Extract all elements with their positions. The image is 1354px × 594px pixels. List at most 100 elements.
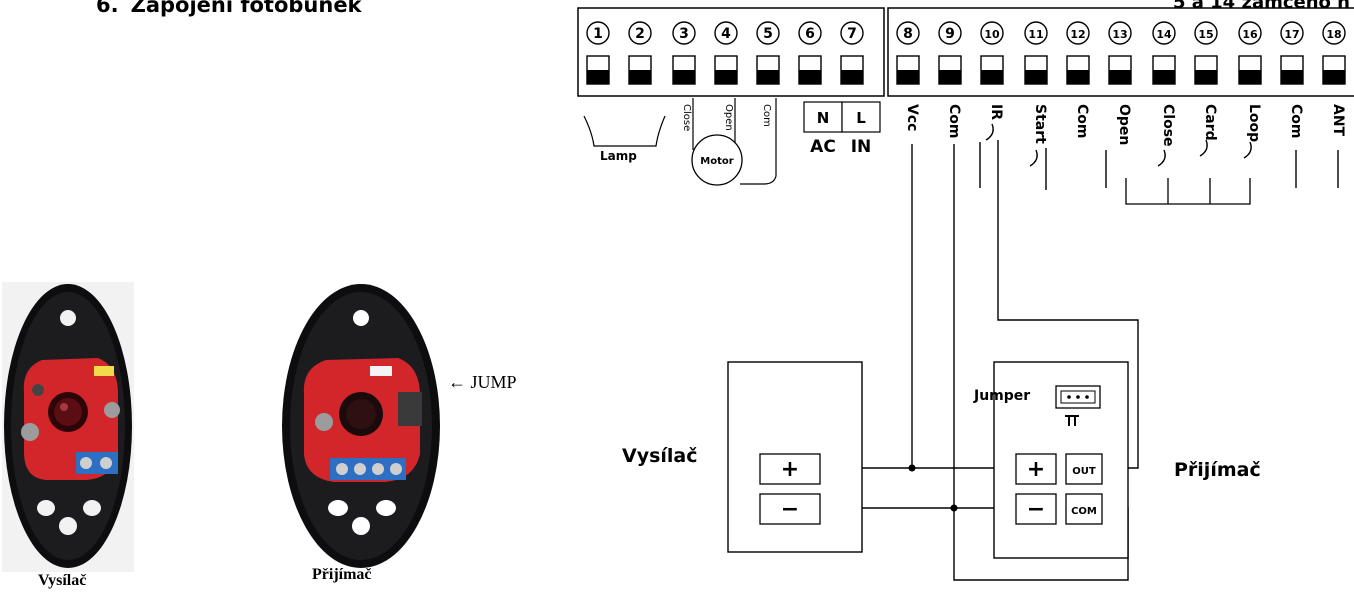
- terminal-screw-fill-5: [757, 70, 779, 84]
- receiver-photo-caption: Přijímač: [312, 566, 372, 583]
- jumper-cap: [1065, 415, 1079, 426]
- jump-label: ← JUMP: [448, 372, 517, 392]
- ac-label: AC: [810, 137, 836, 157]
- terminal-number-13: 13: [1112, 28, 1127, 41]
- terminal-number-3: 3: [679, 26, 689, 42]
- terminal-number-circle-5: [756, 21, 780, 45]
- transmitter-photo-caption: Vysílač: [38, 572, 87, 589]
- terminal-number-5: 5: [763, 26, 773, 42]
- terminal-screw-fill-14: [1153, 70, 1175, 84]
- n-label: N: [817, 109, 830, 127]
- junction-dot-minus: [950, 504, 958, 512]
- in-label: IN: [851, 137, 872, 157]
- t9-label: Com: [946, 104, 962, 138]
- open-label: Open: [723, 104, 734, 131]
- jumper-label: Jumper: [973, 388, 1030, 404]
- l-box: [841, 101, 881, 133]
- terminal-number-circle-13: [1108, 21, 1132, 45]
- receiver-plus-label: +: [1027, 457, 1045, 482]
- terminal-screw-fill-11: [1025, 70, 1047, 84]
- terminal-number-circle-2: [628, 21, 652, 45]
- terminal-number-circle-9: [938, 21, 962, 45]
- t13-label: Open: [1116, 104, 1132, 145]
- terminal-number-9: 9: [945, 26, 955, 42]
- terminal-screw-fill-6: [799, 70, 821, 84]
- terminal-number-7: 7: [847, 26, 857, 42]
- terminal-number-18: 18: [1326, 28, 1341, 41]
- terminal-number-16: 16: [1242, 28, 1258, 41]
- terminal-screw-fill-9: [939, 70, 961, 84]
- terminal-number-circle-4: [714, 21, 738, 45]
- t15-label: Card: [1202, 104, 1218, 141]
- terminal-screw-fill-1: [587, 70, 609, 84]
- terminal-screw-fill-18: [1323, 70, 1345, 84]
- terminal-screw-fill-2: [629, 70, 651, 84]
- terminal-number-15: 15: [1198, 28, 1213, 41]
- terminal-number-circle-18: [1322, 21, 1346, 45]
- n-box: [803, 101, 843, 133]
- terminal-number-6: 6: [805, 26, 815, 42]
- terminal-number-circle-14: [1152, 21, 1176, 45]
- transmitter-minus-terminal: [759, 493, 821, 525]
- terminal-number-circle-16: [1238, 21, 1262, 45]
- terminal-screw-fill-3: [673, 70, 695, 84]
- terminal-number-circle-8: [896, 21, 920, 45]
- terminal-number-17: 17: [1284, 28, 1299, 41]
- terminal-number-1: 1: [593, 26, 603, 42]
- receiver-plus-terminal: [1015, 453, 1057, 485]
- t11-label: Start: [1032, 104, 1048, 144]
- jumper-pin-2: [1076, 395, 1080, 399]
- terminal-number-4: 4: [721, 26, 731, 42]
- terminal-number-circle-3: [672, 21, 696, 45]
- receiver-com-label: COM: [1071, 506, 1097, 517]
- receiver-out-terminal: [1065, 453, 1103, 485]
- t18-label: ANT: [1330, 104, 1346, 137]
- terminal-screw-fill-12: [1067, 70, 1089, 84]
- t14-label: Close: [1160, 104, 1176, 147]
- lamp-label: Lamp: [600, 149, 637, 163]
- switch-symbols: [985, 123, 1252, 167]
- terminal-screw-fill-16: [1239, 70, 1261, 84]
- transmitter-label: Vysílač: [622, 445, 698, 467]
- terminal-screw-fill-7: [841, 70, 863, 84]
- terminal-number-circle-15: [1194, 21, 1218, 45]
- terminal-number-8: 8: [903, 26, 913, 42]
- motor-wire-com: [740, 98, 777, 185]
- terminal-ticks: [979, 142, 1339, 190]
- terminal-number-12: 12: [1070, 28, 1085, 41]
- terminal-number-circle-17: [1280, 21, 1304, 45]
- terminal-screw-fill-17: [1281, 70, 1303, 84]
- lamp-bracket: [583, 115, 666, 147]
- terminal-screw-fill-4: [715, 70, 737, 84]
- terminal-number-2: 2: [635, 26, 645, 42]
- l-label: L: [856, 109, 866, 127]
- t10-label: IR: [988, 104, 1004, 120]
- terminal-screw-fill-15: [1195, 70, 1217, 84]
- t17-label: Com: [1288, 104, 1304, 138]
- transmitter-photo: [2, 282, 134, 572]
- terminal-number-circle-12: [1066, 21, 1090, 45]
- jumper-pin-3: [1085, 395, 1089, 399]
- junction-dot-plus: [908, 464, 916, 472]
- receiver-minus-terminal: [1015, 493, 1057, 525]
- receiver-photo: [280, 282, 442, 572]
- t8-label: Vcc: [904, 104, 920, 131]
- t12-label: Com: [1074, 104, 1090, 138]
- receiver-label: Přijímač: [1174, 459, 1261, 481]
- section-number: 6.: [96, 0, 119, 17]
- receiver-out-label: OUT: [1072, 466, 1096, 477]
- terminal-number-14: 14: [1156, 28, 1172, 41]
- terminal-number-11: 11: [1028, 28, 1043, 41]
- terminal-screw-fill-8: [897, 70, 919, 84]
- transmitter-plus-label: +: [781, 457, 799, 482]
- motor-label: Motor: [700, 156, 733, 167]
- jumper-pin-1: [1067, 395, 1071, 399]
- transmitter-plus-terminal: [759, 453, 821, 485]
- com-label-motor: Com: [761, 104, 772, 127]
- terminal-number-circle-7: [840, 21, 864, 45]
- terminal-number-10: 10: [984, 28, 1000, 41]
- terminal-number-circle-10: [980, 21, 1004, 45]
